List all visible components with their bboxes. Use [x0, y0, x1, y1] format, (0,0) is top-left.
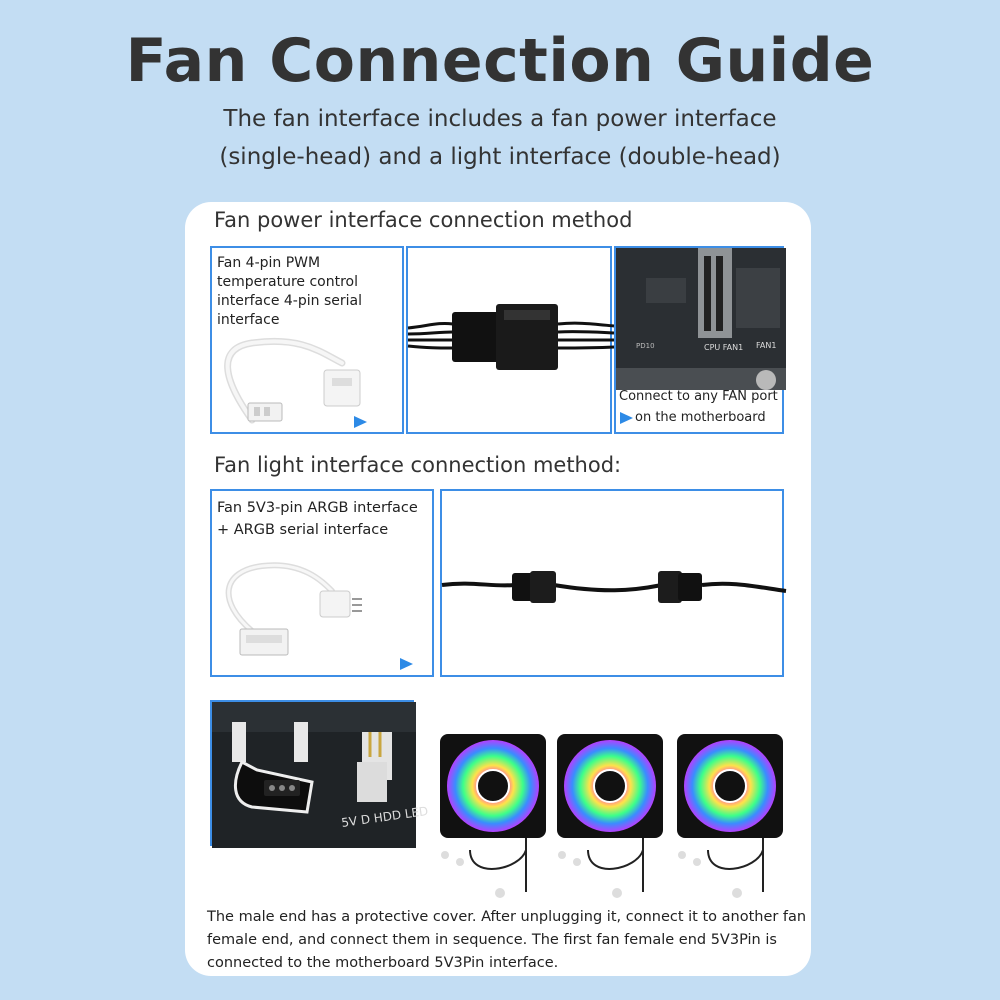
motherboard-argb-panel: 5V D HDD LED	[210, 700, 429, 848]
page-title: Fan Connection Guide	[125, 26, 875, 96]
board-label-pd: PD10	[636, 342, 655, 350]
light-section-heading: Fan light interface connection method:	[214, 453, 622, 477]
motherboard-arrow-icon	[620, 412, 633, 424]
argb-cable-description: Fan 5V3-pin ARGB interface + ARGB serial…	[217, 497, 437, 541]
motherboard-caption: Connect to any FAN port on the motherboa…	[619, 386, 778, 428]
pwm-cable-image	[224, 337, 361, 424]
motherboard-argb-image: 5V D HDD LED	[212, 702, 429, 848]
pwm-connector-panel	[406, 246, 615, 434]
motherboard-fan-image: CPU FAN1 FAN1 PD10	[616, 248, 786, 390]
bottom-caption: The male end has a protective cover. Aft…	[207, 909, 807, 971]
motherboard-fan-panel: CPU FAN1 FAN1 PD10 Connect to any FAN po…	[614, 246, 786, 434]
argb-cable-panel: Fan 5V3-pin ARGB interface + ARGB serial…	[210, 489, 434, 677]
motherboard-caption-line-2: on the motherboard	[635, 410, 766, 425]
argb-connector-panel	[440, 489, 787, 677]
argb-connector-image	[441, 571, 787, 603]
pwm-connector-image	[407, 304, 615, 370]
board-label-fan: FAN1	[756, 341, 776, 350]
argb-cable-description-line-2: + ARGB serial interface	[217, 522, 389, 538]
pwm-cable-panel: Fan 4-pin PWM temperature control interf…	[210, 246, 404, 434]
argb-cable-description-line-1: Fan 5V3-pin ARGB interface	[217, 500, 418, 516]
motherboard-caption-line-1: Connect to any FAN port	[619, 389, 778, 404]
subtitle: The fan interface includes a fan power i…	[0, 100, 1000, 176]
argb-arrow-icon	[400, 658, 413, 670]
board-label-cpu-fan: CPU FAN1	[704, 343, 743, 352]
pwm-cable-description: Fan 4-pin PWM temperature control interf…	[217, 255, 362, 328]
power-section-heading: Fan power interface connection method	[214, 208, 633, 232]
pwm-arrow-icon	[354, 416, 367, 428]
argb-cable-image	[225, 562, 362, 656]
subtitle-line-1: The fan interface includes a fan power i…	[223, 106, 777, 132]
subtitle-line-2: (single-head) and a light interface (dou…	[219, 144, 781, 170]
